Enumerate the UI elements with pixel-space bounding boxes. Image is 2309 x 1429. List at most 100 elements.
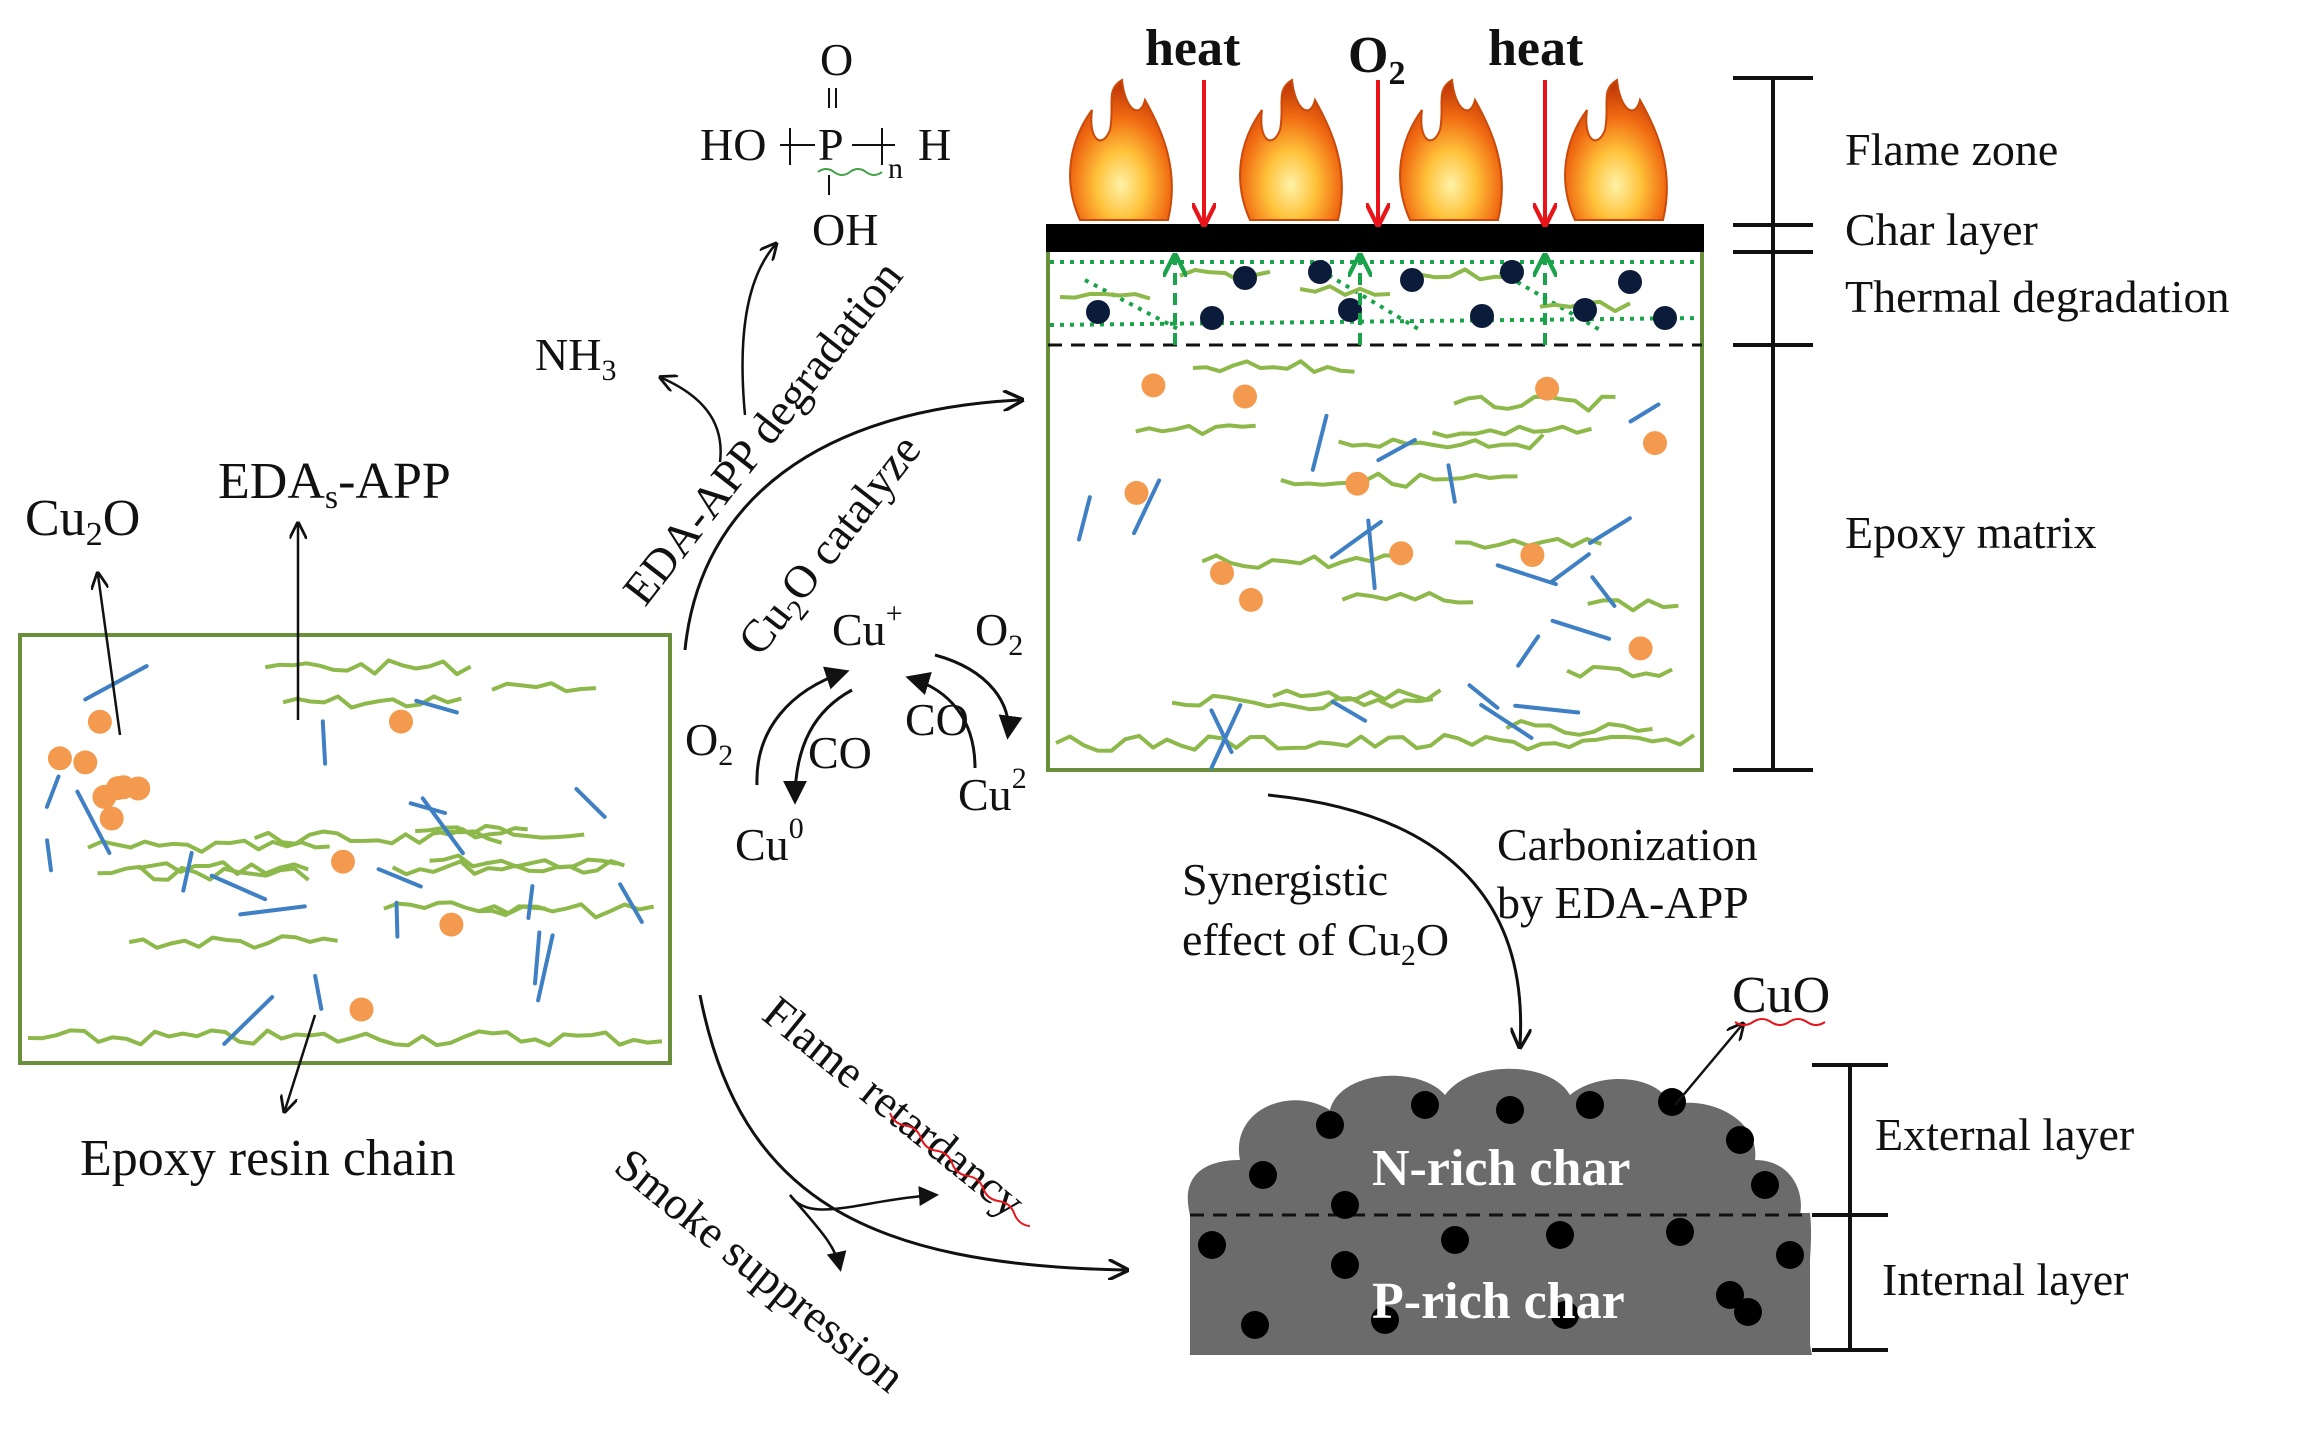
eda-app-rod: [1446, 463, 1457, 504]
resin-chain-segment: [1059, 291, 1151, 301]
char-scale-bar: [1812, 1063, 1888, 1352]
flame-icon: [1564, 78, 1668, 221]
resin-chain-segment: [1280, 471, 1518, 489]
cu2o-particle: [1124, 480, 1149, 505]
char-particle-dot: [1331, 1251, 1359, 1279]
eda-app-rod: [1516, 634, 1541, 668]
resin-chain-segment: [27, 1028, 663, 1048]
eda-app-rod: [75, 789, 112, 855]
resin-chain-segment: [1453, 394, 1616, 413]
cuo-arrow: [1674, 1025, 1742, 1106]
degradation-product-dot: [1233, 266, 1257, 290]
resin-chain-segment: [1587, 598, 1679, 613]
smoke-suppression-arrow-2: [789, 1194, 847, 1272]
degradation-dotted-line: [1084, 278, 1181, 332]
char-residue: N-rich char P-rich char: [1187, 1068, 1812, 1355]
n-rich-char-label: N-rich char: [1372, 1140, 1630, 1197]
cu2o-particle: [439, 912, 464, 937]
eda-app-rod: [1479, 702, 1534, 740]
cu2o-particle: [1233, 384, 1257, 409]
eda-app-rod: [181, 850, 194, 893]
eda-app-rod: [45, 838, 53, 873]
cu2o-particle: [47, 746, 72, 771]
resin-chain-segment: [128, 934, 338, 950]
resin-chain-segment: [1337, 433, 1545, 451]
eda-app-rod: [618, 882, 644, 924]
resin-chain-segment: [435, 826, 528, 840]
eda-app-rod: [536, 933, 555, 1003]
o2-right-label: O2: [975, 604, 1023, 662]
left-box-contents: [27, 658, 663, 1048]
resin-chain-segment: [264, 658, 472, 677]
cu0-label: Cu0: [735, 812, 804, 870]
eda-app-rod: [1549, 552, 1591, 584]
zone-scale-bar: [1733, 76, 1813, 772]
cu2o-particle: [1239, 587, 1263, 612]
cu2o-particle: [389, 709, 413, 734]
cu2-label: Cu2: [958, 762, 1027, 820]
eda-app-rod: [1513, 703, 1581, 715]
char-layer-bar: [1046, 224, 1704, 252]
eda-app-rod: [222, 995, 275, 1046]
resin-chain-segment: [137, 860, 309, 876]
heat-right-label: heat: [1488, 20, 1584, 77]
heat-left-label: heat: [1145, 20, 1241, 77]
resin-chain-segment: [1055, 733, 1696, 753]
flames-group: [1069, 78, 1668, 221]
flame-retardancy-arrow: [698, 994, 1125, 1270]
resin-chain-segment: [1566, 664, 1673, 679]
cuo-label: CuO: [1732, 967, 1830, 1024]
cu0-to-cuplus-arrow: [755, 666, 850, 786]
cu2o-label: Cu2O: [25, 490, 140, 553]
cu2o-callout-line: [98, 575, 122, 736]
resin-chain-segment: [429, 853, 618, 870]
smoke-suppression-arrow: [788, 1186, 939, 1211]
thermal-degradation-label: Thermal degradation: [1845, 271, 2229, 322]
degradation-product-dot: [1400, 268, 1424, 292]
cu-plus-label: Cu+: [832, 597, 903, 655]
external-layer-label: External layer: [1875, 1109, 2134, 1160]
flame-icon: [1239, 78, 1343, 221]
eda-app-rod: [1077, 495, 1092, 542]
cu2o-particle: [1520, 543, 1545, 567]
eda-app-rod: [1550, 618, 1612, 641]
degradation-main-arrow: [683, 400, 1020, 651]
polyphosphate-arrow: [741, 245, 775, 416]
char-particle-dot: [1331, 1191, 1359, 1219]
flame-retardancy-label: Flame retardancy: [754, 986, 1035, 1227]
nh3-label: NH3: [535, 329, 616, 387]
char-particle-dot: [1249, 1161, 1277, 1189]
cu2o-particle: [1628, 636, 1653, 661]
degradation-product-dot: [1338, 298, 1362, 322]
eda-app-rod: [394, 900, 400, 939]
eda-app-rod: [1588, 516, 1632, 545]
chem-n: n: [888, 152, 903, 185]
cu2o-particle: [87, 709, 112, 734]
resin-chain-segment: [391, 859, 626, 877]
char-particle-dot: [1666, 1218, 1694, 1246]
cu2o-particle: [106, 776, 130, 801]
carbonization-arrow: [1267, 793, 1521, 1045]
resin-chain-callout-line: [285, 1014, 317, 1110]
cu2o-particle: [1141, 373, 1166, 398]
co-right-label: CO: [905, 694, 969, 745]
flame-icon: [1069, 78, 1173, 221]
o2-left-label: O2: [685, 714, 733, 772]
nh3-arrow: [662, 378, 722, 463]
eda-app-rod: [320, 719, 328, 766]
char-particle-dot: [1751, 1171, 1779, 1199]
cu2o-particle: [99, 806, 124, 831]
resin-chain-segment: [491, 681, 597, 694]
cu2o-particle: [1210, 561, 1234, 585]
cu2-to-cuplus-arrow: [905, 672, 977, 769]
resin-chain-segment: [1171, 693, 1434, 712]
eda-app-rod: [1366, 518, 1377, 590]
char-particle-dot: [1546, 1221, 1574, 1249]
retardancy-spell-underline: [889, 1112, 1031, 1228]
degradation-product-dot: [1086, 300, 1110, 324]
co-left-label: CO: [808, 727, 872, 778]
char-particle-dot: [1198, 1231, 1226, 1259]
eda-app-rod: [1329, 519, 1383, 560]
chem-o: O: [820, 34, 853, 85]
eda-app-rod: [1590, 575, 1617, 608]
